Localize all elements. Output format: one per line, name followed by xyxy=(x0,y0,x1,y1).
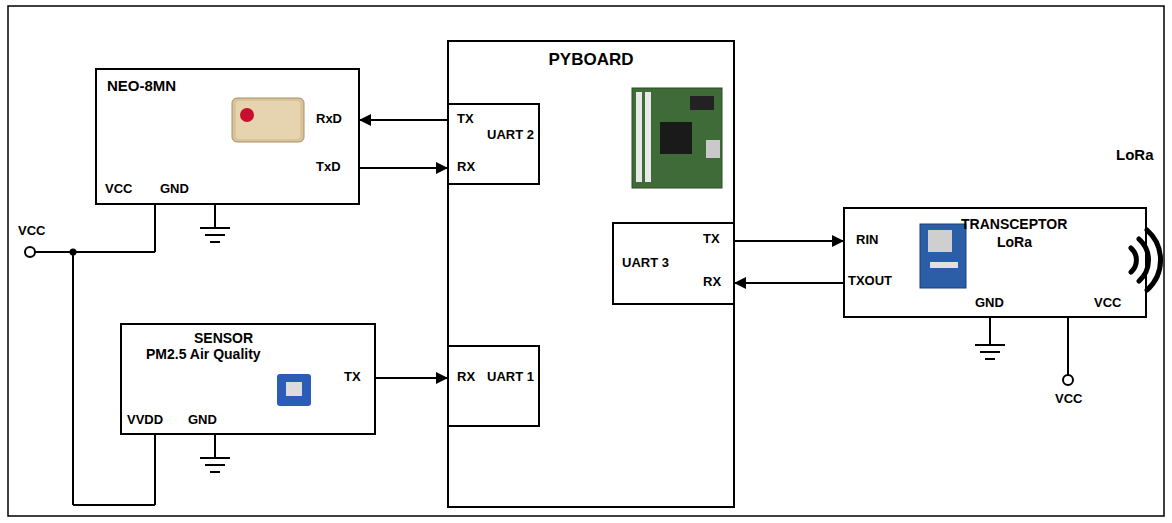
module-title: TRANSCEPTOR xyxy=(961,216,1067,232)
module-title: UART 2 xyxy=(487,128,534,143)
junction-dot xyxy=(70,249,77,256)
module-subtitle: LoRa xyxy=(997,234,1032,250)
logo-text: LoRa xyxy=(1116,146,1154,163)
pin-name: RX xyxy=(703,275,721,290)
pin-name: TXOUT xyxy=(848,274,892,289)
pin-name: RIN xyxy=(856,233,878,248)
signal-arrow xyxy=(359,167,448,169)
power-wires xyxy=(35,205,1068,505)
ground-symbol xyxy=(200,435,230,472)
pin-name: RxD xyxy=(316,112,342,127)
signal-arrow xyxy=(359,119,448,121)
vcc-terminal xyxy=(1063,375,1073,385)
pin-name: GND xyxy=(188,413,217,428)
ground-symbol xyxy=(975,318,1005,359)
pin-name: VVDD xyxy=(127,413,163,428)
signal-arrow xyxy=(734,240,844,242)
module-title: UART 1 xyxy=(487,370,534,385)
pin-name: RX xyxy=(457,160,475,175)
ground-symbol xyxy=(200,205,230,242)
pin-name: GND xyxy=(975,296,1004,311)
pin-name: GND xyxy=(160,182,189,197)
lora-board-picture xyxy=(920,224,966,288)
gps-chip-picture xyxy=(232,98,304,142)
pin-name: RX xyxy=(457,370,475,385)
pin-name: VCC xyxy=(18,224,45,239)
pin-name: VCC xyxy=(1055,392,1082,407)
module-subtitle: PM2.5 Air Quality xyxy=(146,346,261,362)
pin-name: TX xyxy=(344,370,361,385)
outer-frame xyxy=(8,6,1164,516)
vcc-terminal xyxy=(25,247,35,257)
pyboard-picture xyxy=(632,88,722,188)
pin-name: VCC xyxy=(1094,296,1121,311)
pin-name: TxD xyxy=(316,160,341,175)
module-title: NEO-8MN xyxy=(107,77,176,94)
module-title: PYBOARD xyxy=(548,50,633,70)
uart-block: UART 1 xyxy=(447,345,540,427)
sensor-picture xyxy=(277,374,311,406)
pin-name: VCC xyxy=(105,182,132,197)
signal-arrow xyxy=(734,282,844,284)
module-title: UART 3 xyxy=(622,256,669,271)
board-box: PYBOARD UART 2 UART 3 UART 1 xyxy=(447,40,735,508)
module-box: NEO-8MN xyxy=(95,68,360,205)
module-title: SENSOR xyxy=(194,330,253,346)
pin-name: TX xyxy=(703,232,720,247)
pin-name: TX xyxy=(457,112,474,127)
signal-arrow xyxy=(375,377,448,379)
